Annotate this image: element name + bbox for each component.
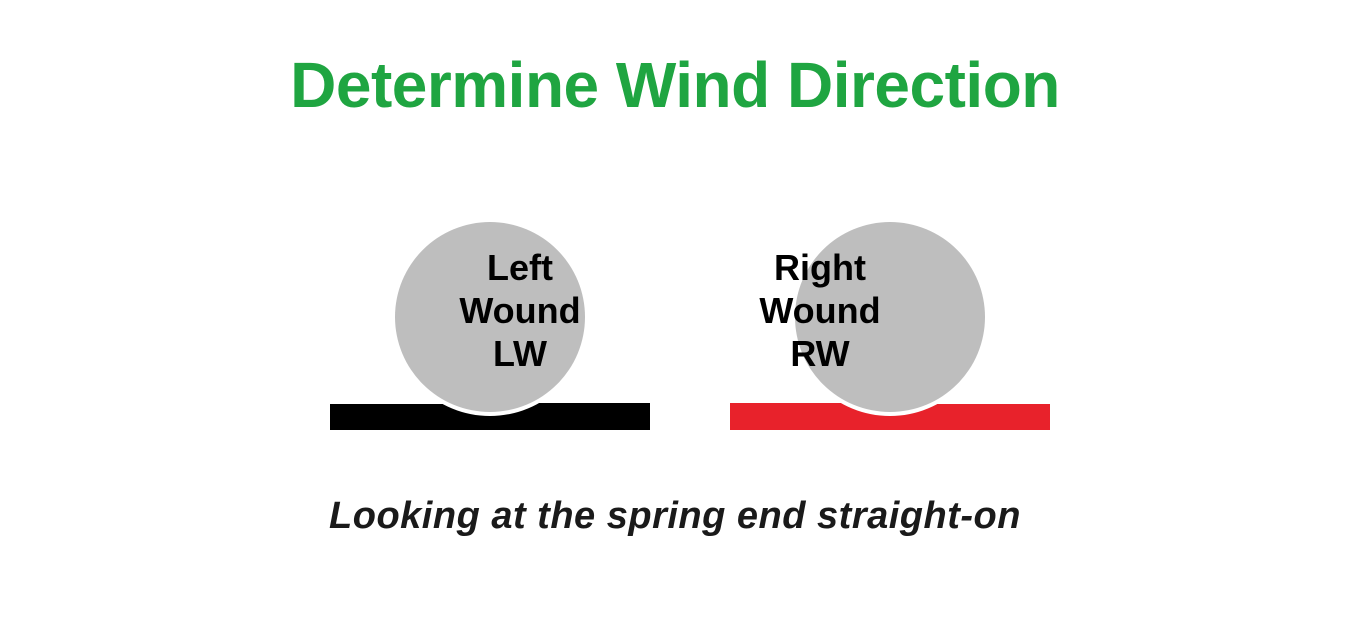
spring-wind-direction-diagram: Left Wound LW Right Wound RW bbox=[0, 165, 1350, 445]
page-title: Determine Wind Direction bbox=[290, 49, 1060, 121]
coil-left-hub bbox=[395, 222, 585, 412]
coil-left-tail bbox=[330, 404, 485, 430]
coil-right-wound-graphic bbox=[730, 218, 1050, 430]
diagram-caption: Looking at the spring end straight-on bbox=[329, 495, 1021, 537]
coil-right-tail bbox=[895, 404, 1050, 430]
coil-left-wound bbox=[310, 165, 690, 445]
coil-right-wound bbox=[690, 165, 1070, 445]
coil-right-hub bbox=[795, 222, 985, 412]
coil-left-wound-graphic bbox=[330, 218, 650, 430]
